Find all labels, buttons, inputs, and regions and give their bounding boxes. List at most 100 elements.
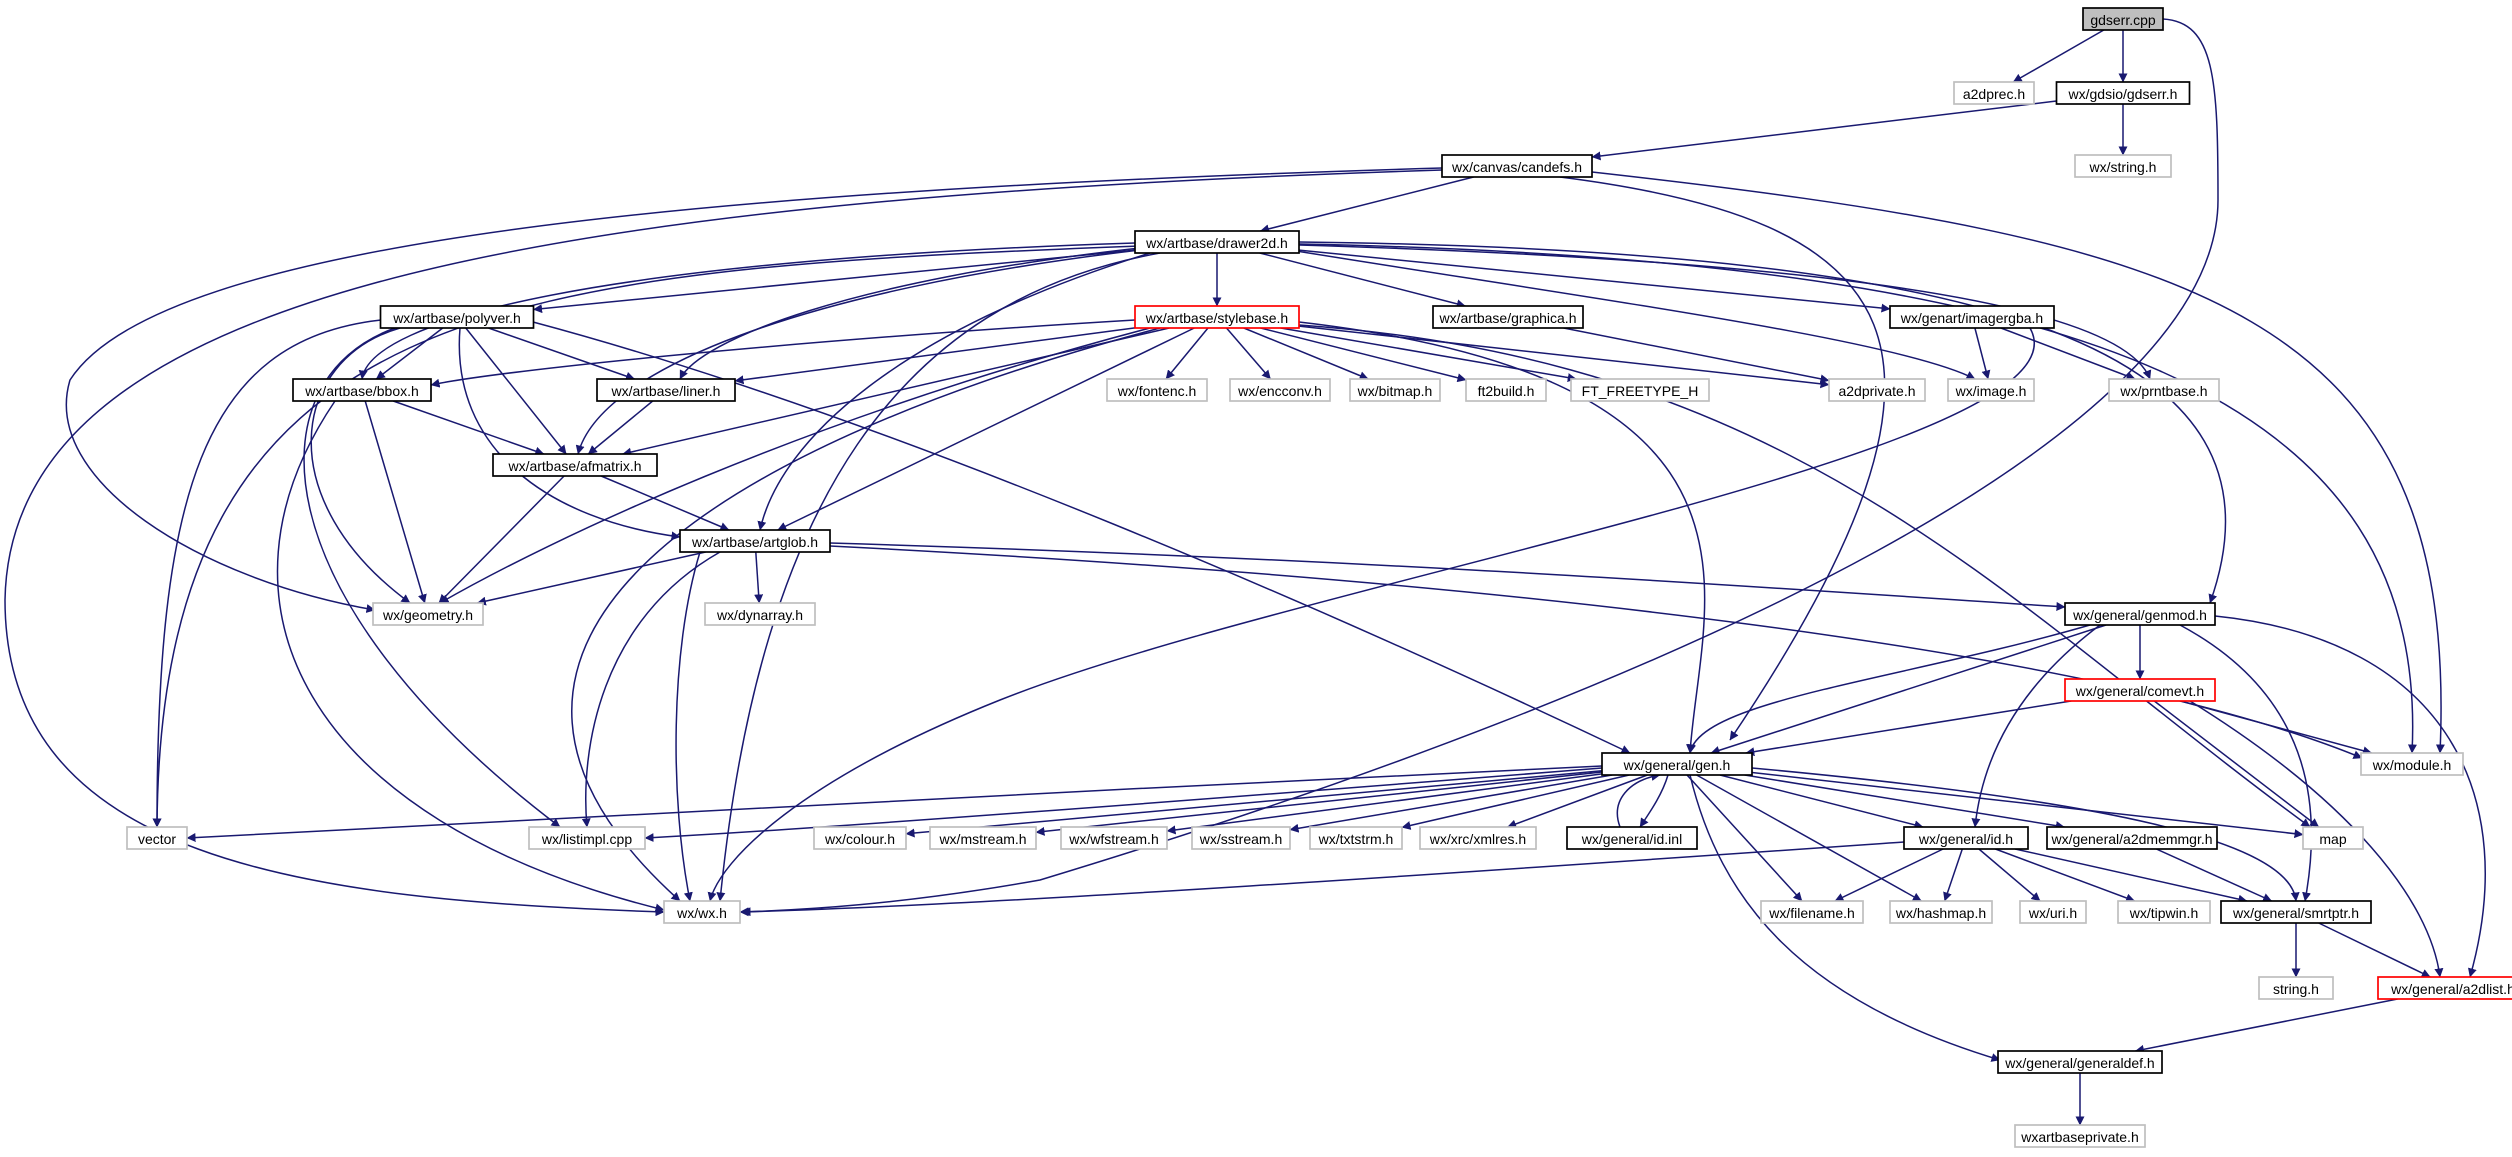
node-wx-general-gen-h[interactable]: wx/general/gen.h	[1601, 752, 1753, 776]
edge-gdserr-cpp-to-a2dprec-h	[2012, 29, 2105, 83]
node-label: wx/string.h	[2089, 159, 2157, 175]
node-box	[379, 305, 535, 329]
node-label: wx/fontenc.h	[1117, 383, 1197, 399]
node-wx-general-generaldef-h[interactable]: wx/general/generaldef.h	[1997, 1050, 2163, 1074]
edge-wx-general-comevt-h-to-map	[2153, 700, 2320, 828]
edge-wx-artbase-artglob-h-to-wx-dynarray-h	[754, 551, 764, 604]
node-wx-general-a2dlist-h[interactable]: wx/general/a2dlist.h	[2377, 976, 2512, 1000]
node-box	[2117, 900, 2211, 924]
edge-wx-artbase-stylebase-h-to-wx-general-gen-h	[1298, 321, 1706, 754]
node-label: wxartbaseprivate.h	[2020, 1129, 2139, 1145]
node-gdserr-cpp[interactable]: gdserr.cpp	[2082, 7, 2164, 31]
node-box	[1191, 826, 1291, 850]
node-label: vector	[138, 831, 176, 847]
node-wx-general-genmod-h[interactable]: wx/general/genmod.h	[2064, 602, 2216, 626]
node-wx-general-a2dmemmgr-h[interactable]: wx/general/a2dmemmgr.h	[2046, 826, 2218, 850]
node-label: wx/artbase/graphica.h	[1439, 310, 1577, 326]
edge-wx-artbase-stylebase-h-to-wx-bitmap-h	[1243, 327, 1369, 380]
node-wx-module-h: wx/module.h	[2360, 752, 2464, 776]
edge-wx-general-gen-h-to-wx-sstream-h	[1289, 774, 1613, 833]
node-box	[1419, 826, 1537, 850]
edge-wx-artbase-stylebase-h-to-map	[1298, 324, 2311, 828]
edge-wx-general-gen-h-to-vector	[186, 765, 1603, 842]
node-box	[1828, 378, 1926, 402]
node-wx-artbase-graphica-h[interactable]: wx/artbase/graphica.h	[1432, 305, 1584, 329]
node-wx-artbase-stylebase-h[interactable]: wx/artbase/stylebase.h	[1134, 305, 1300, 329]
node-label: map	[2319, 831, 2346, 847]
node-label: string.h	[2273, 981, 2319, 997]
edge-wx-artbase-drawer2d-h-to-wx-artbase-polyver-h	[533, 249, 1136, 314]
node-box	[1441, 154, 1593, 178]
node-wx-general-id-h[interactable]: wx/general/id.h	[1903, 826, 2029, 850]
edge-wx-general-id-h-to-wx-filename-h	[1834, 848, 1944, 902]
node-box	[1060, 826, 1168, 850]
edge-wx-general-gen-h-to-wx-hashmap-h	[1696, 774, 1922, 902]
node-wx-genart-imagergba-h[interactable]: wx/genart/imagergba.h	[1889, 305, 2055, 329]
node-label: wx/wx.h	[676, 905, 727, 921]
node-box	[528, 826, 646, 850]
edge-wx-artbase-stylebase-h-to-wx-geometry-h	[439, 327, 1151, 604]
node-label: a2dprec.h	[1963, 86, 2025, 102]
edge-wx-artbase-stylebase-h-to-ft2build-h	[1260, 327, 1467, 383]
node-wx-artbase-polyver-h[interactable]: wx/artbase/polyver.h	[379, 305, 535, 329]
node-box	[2377, 976, 2512, 1000]
node-label: wx/general/genmod.h	[2072, 607, 2207, 623]
node-wx-canvas-candefs-h[interactable]: wx/canvas/candefs.h	[1441, 154, 1593, 178]
node-wx-general-id-inl[interactable]: wx/general/id.inl	[1566, 826, 1698, 850]
edge-wx-artbase-drawer2d-h-to-wx-artbase-artglob-h	[757, 252, 1151, 531]
node-box	[2064, 678, 2216, 702]
node-label: wx/artbase/stylebase.h	[1145, 310, 1288, 326]
node-wx-wx-h: wx/wx.h	[663, 900, 741, 924]
node-wxartbaseprivate-h: wxartbaseprivate.h	[2014, 1124, 2146, 1148]
edge-wx-artbase-stylebase-h-to-wx-fontenc-h	[1165, 327, 1209, 380]
node-label: wx/artbase/afmatrix.h	[507, 458, 641, 474]
node-wx-encconv-h: wx/encconv.h	[1229, 378, 1331, 402]
edge-wx-artbase-polyver-h-to-wx-artbase-liner-h	[488, 327, 635, 381]
node-wx-listimpl-cpp: wx/listimpl.cpp	[528, 826, 646, 850]
edge-wx-genart-imagergba-h-to-wx-prntbase-h	[2000, 327, 2136, 381]
node-wx-artbase-bbox-h[interactable]: wx/artbase/bbox.h	[292, 378, 432, 402]
node-wx-general-smrtptr-h[interactable]: wx/general/smrtptr.h	[2220, 900, 2372, 924]
edge-wx-artbase-drawer2d-h-to-wx-module-h	[1298, 243, 2417, 754]
node-box	[2220, 900, 2372, 924]
node-box	[1432, 305, 1584, 329]
node-box	[126, 826, 188, 850]
edge-wx-artbase-drawer2d-h-to-wx-genart-imagergba-h	[1298, 249, 1891, 313]
node-label: wx/txtstrm.h	[1318, 831, 1394, 847]
edge-wx-general-genmod-h-to-wx-general-a2dlist-h	[2214, 615, 2486, 978]
edge-wx-general-gen-h-to-wx-general-smrtptr-h	[1751, 767, 2300, 902]
node-label: wx/gdsio/gdserr.h	[2068, 86, 2178, 102]
edge-wx-general-gen-h-to-wx-general-id-h	[1719, 774, 1924, 830]
edge-wx-genart-imagergba-h-to-wx-wx-h	[707, 327, 2035, 902]
edge-wx-artbase-polyver-h-to-wx-geometry-h	[310, 327, 411, 604]
node-box	[2064, 602, 2216, 626]
edge-wx-general-gen-h-to-wx-general-generaldef-h	[1689, 774, 2001, 1062]
node-wx-artbase-afmatrix-h[interactable]: wx/artbase/afmatrix.h	[492, 453, 658, 477]
node-label: wx/sstream.h	[1199, 831, 1282, 847]
node-label: wx/xrc/xmlres.h	[1429, 831, 1526, 847]
node-label: wx/listimpl.cpp	[541, 831, 632, 847]
node-label: ft2build.h	[1478, 383, 1535, 399]
node-box	[1903, 826, 2029, 850]
node-box	[2019, 900, 2087, 924]
node-wx-gdsio-gdserr-h[interactable]: wx/gdsio/gdserr.h	[2055, 81, 2191, 105]
edge-wx-artbase-artglob-h-to-wx-wx-h	[675, 551, 701, 902]
edge-wx-artbase-drawer2d-h-to-wx-artbase-graphica-h	[1259, 252, 1466, 309]
node-wx-general-comevt-h[interactable]: wx/general/comevt.h	[2064, 678, 2216, 702]
node-wx-artbase-artglob-h[interactable]: wx/artbase/artglob.h	[679, 529, 831, 553]
node-box	[1134, 305, 1300, 329]
edge-wx-general-gen-h-to-wx-txtstrm-h	[1401, 774, 1630, 830]
node-wx-artbase-drawer2d-h[interactable]: wx/artbase/drawer2d.h	[1134, 230, 1300, 254]
edge-wx-general-gen-h-to-wx-listimpl-cpp	[644, 767, 1603, 843]
node-label: wx/genart/imagergba.h	[1900, 310, 2043, 326]
edge-wx-artbase-artglob-h-to-wx-geometry-h	[476, 551, 706, 606]
node-box	[1889, 900, 1993, 924]
node-wx-mstream-h: wx/mstream.h	[929, 826, 1037, 850]
node-wx-image-h: wx/image.h	[1947, 378, 2035, 402]
edge-wx-canvas-candefs-h-to-wx-module-h	[1591, 171, 2445, 754]
edge-wx-general-id-h-to-wx-general-smrtptr-h	[2014, 848, 2248, 904]
edge-wx-general-id-h-to-wx-uri-h	[1978, 848, 2041, 902]
edge-wx-general-comevt-h-to-wx-module-h	[2180, 700, 2373, 756]
node-wx-artbase-liner-h[interactable]: wx/artbase/liner.h	[596, 378, 736, 402]
